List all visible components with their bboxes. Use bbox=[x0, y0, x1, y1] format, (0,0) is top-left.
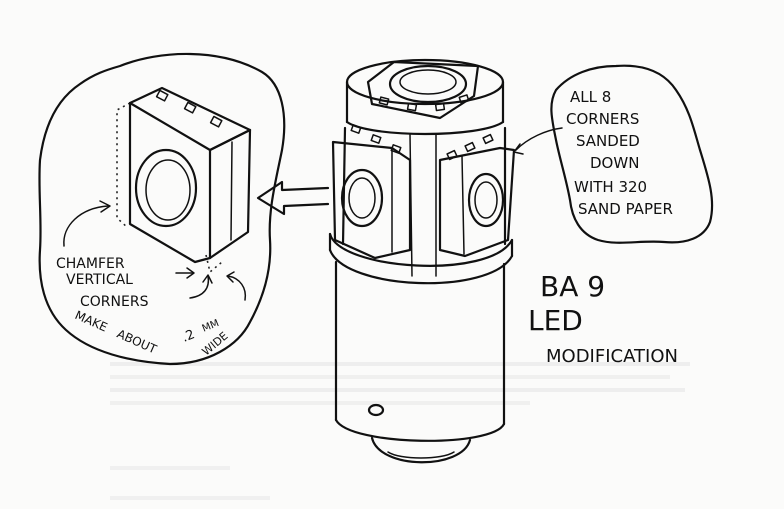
title-ba9: BA 9 bbox=[540, 270, 605, 303]
note-value: .2 bbox=[180, 327, 197, 346]
note-make: MAKE bbox=[73, 308, 110, 335]
pointer-arrow-to-detail bbox=[256, 180, 330, 216]
sanding-callout-text: ALL 8 CORNERS SANDED DOWN WITH 320 SAND … bbox=[566, 88, 673, 218]
chamfer-callout-arrows bbox=[63, 200, 247, 301]
sanding-line5: WITH 320 bbox=[574, 178, 647, 196]
ba9-bulb-body bbox=[328, 58, 516, 464]
right-note-bubble bbox=[513, 64, 714, 244]
chamfer-label-line3: CORNERS bbox=[80, 294, 149, 310]
sanding-line3: SANDED bbox=[576, 132, 640, 150]
bleed-through-texture bbox=[110, 362, 690, 500]
sanding-line4: DOWN bbox=[590, 154, 639, 172]
chamfer-callout-text: CHAMFER VERTICAL CORNERS MAKE ABOUT .2 M… bbox=[56, 256, 231, 358]
chamfer-label-line1: CHAMFER bbox=[56, 256, 125, 272]
sketch-title: BA 9 LED MODIFICATION bbox=[528, 270, 678, 367]
sanding-line2: CORNERS bbox=[566, 110, 639, 128]
sanding-line1: ALL 8 bbox=[570, 88, 611, 106]
zoomed-led-package bbox=[116, 86, 252, 274]
chamfer-label-line2: VERTICAL bbox=[66, 272, 133, 288]
left-detail-bubble bbox=[38, 52, 286, 366]
title-modification: MODIFICATION bbox=[546, 346, 678, 367]
sanding-line6: SAND PAPER bbox=[578, 200, 673, 218]
title-led: LED bbox=[528, 304, 583, 337]
note-about: ABOUT bbox=[115, 327, 159, 357]
